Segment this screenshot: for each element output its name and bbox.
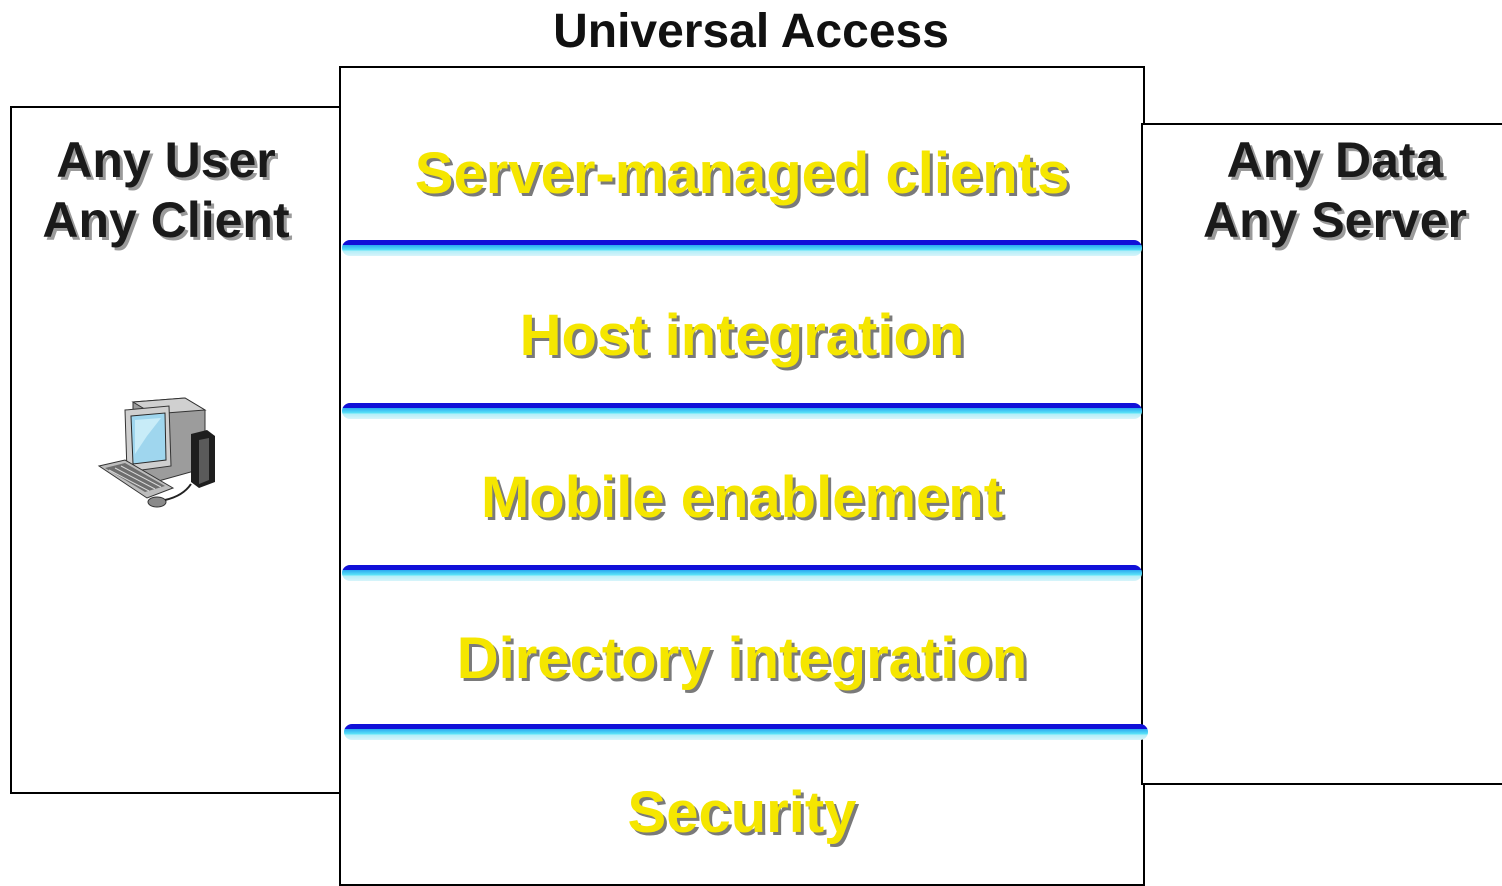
- layer-host-integration: Host integration: [519, 303, 965, 368]
- right-panel: [1141, 123, 1502, 785]
- right-heading-line2: Any Server: [1202, 192, 1468, 248]
- left-heading-line1: Any User: [56, 132, 276, 188]
- layer-directory-integration: Directory integration: [456, 626, 1028, 691]
- layer-divider: [342, 565, 1142, 581]
- left-heading: Any User Any Client: [10, 130, 322, 250]
- desktop-computer-icon: [97, 397, 215, 508]
- layer-divider: [342, 403, 1142, 419]
- layer-server-managed-clients: Server-managed clients: [414, 141, 1070, 206]
- center-panel: [339, 66, 1145, 886]
- left-heading-line2: Any Client: [42, 192, 290, 248]
- layer-security: Security: [627, 780, 857, 845]
- layer-mobile-enablement: Mobile enablement: [480, 465, 1004, 530]
- layer-divider: [344, 724, 1148, 740]
- layer-divider: [342, 240, 1142, 256]
- right-heading: Any Data Any Server: [1160, 130, 1502, 250]
- diagram-title: Universal Access: [553, 5, 949, 58]
- right-heading-line1: Any Data: [1226, 132, 1444, 188]
